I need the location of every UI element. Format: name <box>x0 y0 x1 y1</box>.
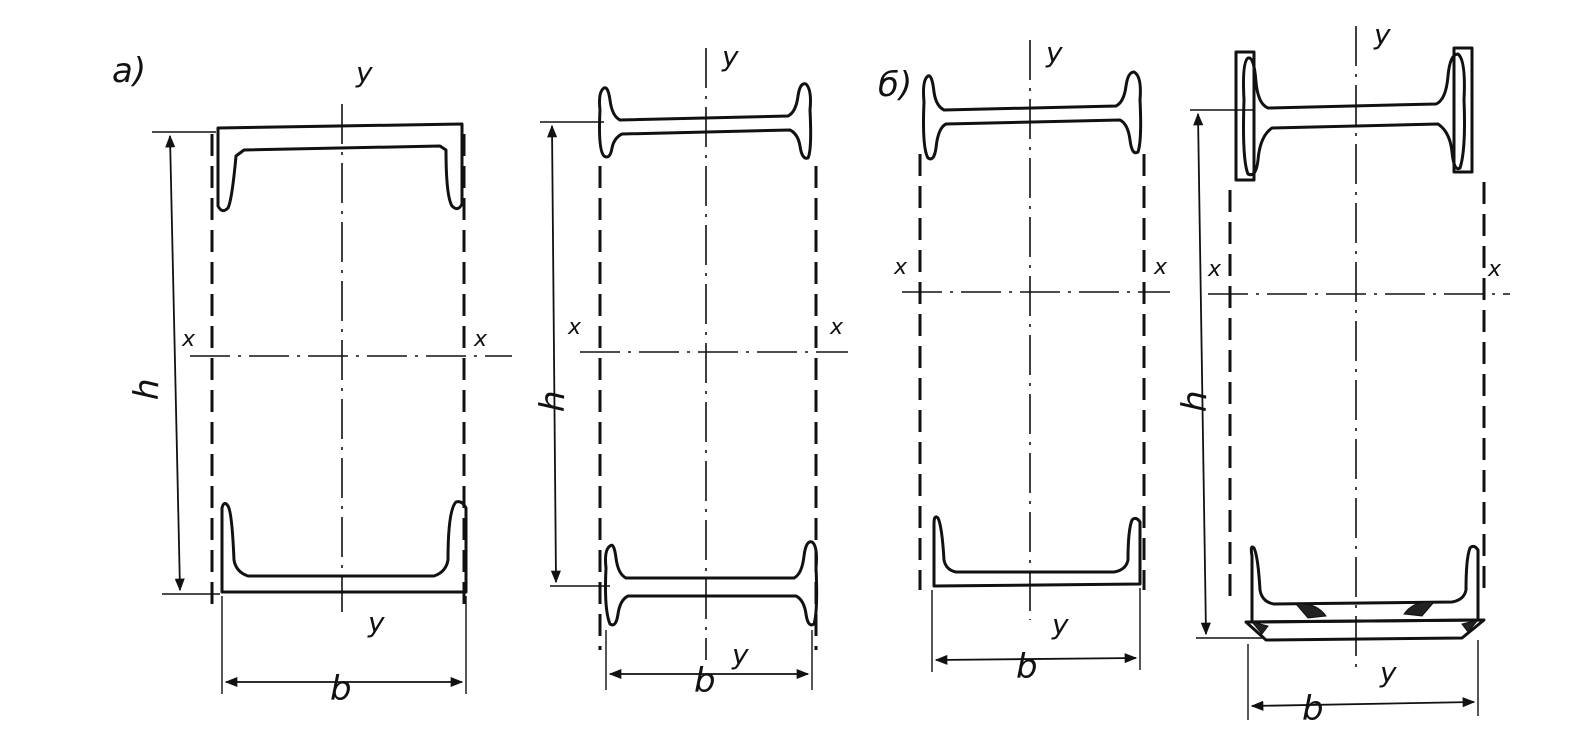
y-axis-label-bottom: y <box>1051 608 1069 641</box>
height-dimension-line <box>1193 112 1211 636</box>
x-axis-label-left: x <box>567 315 582 340</box>
y-axis-label-top: y <box>355 56 373 89</box>
right-cover-plate <box>1452 46 1474 174</box>
width-label: b <box>1302 689 1324 729</box>
x-axis-label-right: x <box>473 327 488 352</box>
bottom-cover-plate <box>1244 618 1486 642</box>
section-i-beam-with-plates: y y x x h b <box>1175 18 1510 729</box>
top-i-beam-profile <box>922 70 1143 161</box>
x-axis-label-left: x <box>181 327 196 352</box>
top-i-beam-profile <box>598 82 813 160</box>
bottom-channel-profile <box>932 515 1142 588</box>
left-inner-weld <box>1294 603 1327 619</box>
bottom-channel-profile <box>1249 544 1480 624</box>
width-label: b <box>694 661 716 701</box>
y-axis-label-top: y <box>1373 18 1391 51</box>
width-label: b <box>1016 647 1038 687</box>
section-i-beams: y y x x h b <box>533 40 848 701</box>
y-axis-label-bottom: y <box>367 606 385 639</box>
height-dimension-line <box>165 134 185 592</box>
x-axis-label-left: x <box>1207 257 1222 282</box>
height-label: h <box>533 390 574 413</box>
panel-a: a) y y x x h b <box>112 40 848 709</box>
height-dimension-line <box>547 124 561 584</box>
section-i-beam-and-channel: y y x x b <box>893 36 1170 687</box>
panel-label-a: a) <box>112 51 146 91</box>
y-axis-label-bottom: y <box>731 638 749 671</box>
x-axis-label-right: x <box>1487 257 1502 282</box>
left-cover-plate <box>1234 50 1256 182</box>
panel-label-b: б) <box>878 65 912 105</box>
right-inner-weld <box>1403 601 1436 617</box>
width-dimension-line <box>934 653 1138 665</box>
height-label: h <box>127 378 168 401</box>
x-axis-label-right: x <box>829 315 844 340</box>
width-dimension-line <box>1250 697 1476 711</box>
left-outer-weld <box>1250 621 1269 635</box>
panel-b: б) y y x x b <box>878 18 1510 729</box>
bottom-channel-profile <box>220 500 468 594</box>
top-i-beam-profile <box>1242 52 1466 177</box>
x-axis-label-right: x <box>1153 255 1168 280</box>
top-channel-profile <box>216 122 464 213</box>
y-axis-label-bottom: y <box>1379 656 1397 689</box>
y-axis-label-top: y <box>1045 36 1063 69</box>
section-channels-flanges-in: y y x x h b <box>127 56 512 709</box>
height-label: h <box>1175 390 1216 413</box>
width-label: b <box>330 669 352 709</box>
right-outer-weld <box>1461 619 1480 633</box>
bottom-i-beam-profile <box>604 540 819 627</box>
y-axis-label-top: y <box>721 40 739 73</box>
x-axis-label-left: x <box>893 255 908 280</box>
